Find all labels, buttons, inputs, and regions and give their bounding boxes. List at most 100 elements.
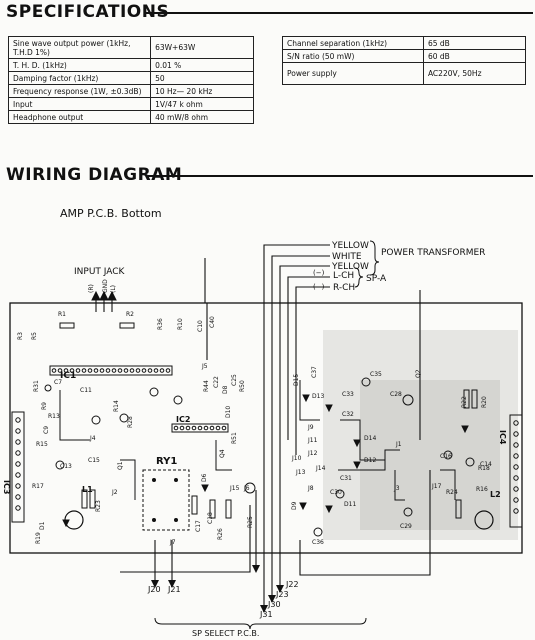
part-label: J31 — [259, 610, 273, 619]
part-label: Q4 — [219, 449, 226, 458]
wire-label-lch: L-CH — [333, 271, 354, 281]
sp-a-label: SP-A — [366, 274, 387, 284]
part-label: R23 — [95, 500, 102, 512]
part-label: J9 — [307, 424, 314, 431]
board-title: AMP P.C.B. Bottom — [60, 207, 162, 220]
spec-label: Sine wave output power (1kHz, T.H.D 1%) — [7, 36, 152, 59]
part-label: IC3 — [2, 480, 11, 494]
part-label: J13 — [295, 469, 306, 476]
part-label: J30 — [267, 600, 281, 609]
input-jack-arrows — [91, 290, 117, 312]
spec-label: Headphone output — [7, 110, 152, 124]
part-label: C9 — [43, 426, 50, 434]
power-transformer-label: POWER TRANSFORMER — [381, 248, 485, 258]
ic-pin — [173, 425, 179, 431]
ic-pin — [159, 368, 165, 373]
specs-right-row: S/N ratio (50 mW)60 dB — [282, 49, 527, 63]
part-label: C33 — [342, 391, 354, 398]
part-label: J6 — [243, 485, 250, 492]
part-label: C16 — [440, 453, 452, 460]
part-label: IC1 — [60, 371, 76, 381]
part-label: R3 — [17, 332, 24, 340]
wire-label-yellow: YELLOW — [331, 241, 369, 251]
part-label: C13 — [60, 463, 72, 470]
part-label: J10 — [291, 455, 302, 462]
ic-pin — [99, 368, 105, 373]
ic-pin — [185, 425, 191, 431]
wire-label-white: WHITE — [332, 252, 362, 262]
ic-pin — [135, 368, 141, 373]
part-label: Q2 — [415, 369, 422, 378]
part-label: D15 — [293, 374, 300, 386]
part-label: R19 — [35, 532, 42, 544]
component-glyphs — [44, 322, 478, 537]
connector-pin — [15, 483, 21, 489]
transformer-wires — [95, 244, 431, 605]
part-label: R14 — [113, 400, 120, 412]
wiring-diagram-rule — [148, 175, 533, 177]
part-label: J12 — [307, 450, 318, 457]
relay-pin — [174, 478, 178, 482]
input-r-label: (R) — [88, 284, 95, 293]
sp-select-brace — [154, 617, 367, 630]
part-label: L2 — [490, 490, 501, 499]
part-label: D12 — [364, 457, 376, 464]
input-gnd-label: GND — [102, 279, 109, 293]
part-label: J5 — [201, 363, 208, 370]
part-label: J2 — [111, 489, 118, 496]
specifications-heading: SPECIFICATIONS — [6, 2, 170, 22]
ic-pin — [105, 368, 111, 373]
ic-pin — [147, 368, 153, 373]
connector-pin — [513, 497, 519, 503]
connector-pin — [15, 494, 21, 500]
connector-pin — [513, 431, 519, 437]
part-label: R15 — [36, 441, 48, 448]
connector-pin — [513, 464, 519, 470]
part-label: C29 — [400, 523, 412, 530]
part-label: C15 — [88, 457, 100, 464]
part-label: IC2 — [176, 415, 190, 424]
ic-pin — [81, 368, 87, 373]
part-label: IC4 — [498, 430, 507, 445]
part-label: C10 — [197, 320, 204, 332]
ic-pin — [69, 368, 75, 373]
output-arrows — [151, 565, 284, 613]
part-label: R50 — [239, 380, 246, 392]
part-label: R9 — [41, 402, 48, 410]
ic-pin — [203, 425, 209, 431]
part-label: C35 — [370, 371, 382, 378]
connector-pin — [15, 505, 21, 511]
part-label: J22 — [285, 580, 299, 589]
relay-pin — [152, 518, 156, 522]
part-label: J21 — [167, 585, 181, 594]
connector-pin — [513, 475, 519, 481]
connector-pin — [15, 439, 21, 445]
part-label: D10 — [225, 406, 232, 418]
connector-pin — [513, 508, 519, 514]
part-label: J14 — [315, 465, 326, 472]
part-label: C30 — [330, 489, 342, 496]
part-label: J15 — [229, 485, 240, 492]
part-label: J4 — [89, 435, 96, 442]
part-label: D6 — [201, 473, 208, 482]
part-label: C25 — [231, 374, 238, 386]
part-label: J1 — [395, 441, 402, 448]
part-label: D11 — [344, 501, 356, 508]
part-label: R1 — [58, 311, 66, 318]
sp-minus-label: (−) — [313, 283, 325, 291]
connector-pin — [15, 472, 21, 478]
wiring-diagram-heading: WIRING DIAGRAM — [6, 165, 183, 185]
part-label: C14 — [480, 461, 492, 468]
ic2-body — [171, 423, 229, 433]
connector-pin — [15, 417, 21, 423]
part-label: R28 — [127, 416, 134, 428]
part-label: C40 — [209, 316, 216, 328]
part-label: C37 — [311, 366, 318, 378]
part-label: R5 — [31, 332, 38, 340]
ic-pin — [153, 368, 159, 373]
part-label: R20 — [481, 396, 488, 408]
part-label: L1 — [82, 485, 93, 494]
